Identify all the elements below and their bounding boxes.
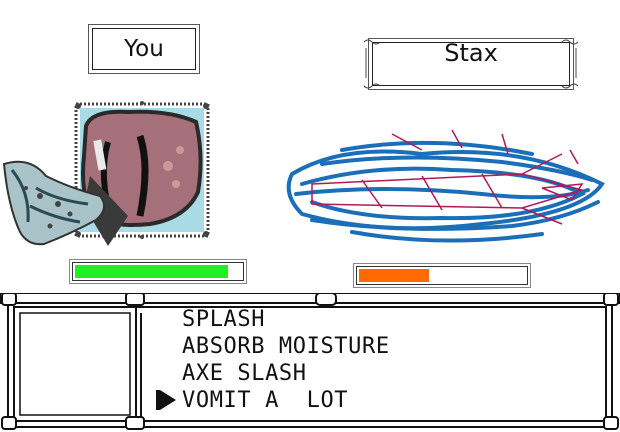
move-option-axe-slash[interactable]: AXE SLASH bbox=[182, 361, 307, 386]
enemy-hp-bar bbox=[356, 266, 528, 285]
player-hp-fill bbox=[75, 265, 228, 278]
enemy-hp-fill bbox=[359, 269, 429, 282]
enemy-name: Stax bbox=[444, 42, 498, 67]
player-hp-bar bbox=[72, 262, 244, 281]
move-option-absorb-moisture[interactable]: ABSORB MOISTURE bbox=[182, 334, 390, 359]
player-name: You bbox=[124, 36, 164, 62]
enemy-plate-ornaments bbox=[363, 39, 579, 89]
enemy-sprite bbox=[286, 129, 605, 243]
battle-menu-panel bbox=[0, 293, 620, 430]
move-option-splash[interactable]: SPLASH bbox=[182, 307, 266, 332]
right-triangle-cursor-icon bbox=[156, 390, 176, 410]
enemy-name-plate: Stax bbox=[372, 42, 570, 86]
move-option-vomit-a-lot[interactable]: VOMIT A LOT bbox=[182, 388, 349, 413]
player-sprite bbox=[2, 101, 210, 246]
player-name-plate: You bbox=[92, 28, 196, 70]
